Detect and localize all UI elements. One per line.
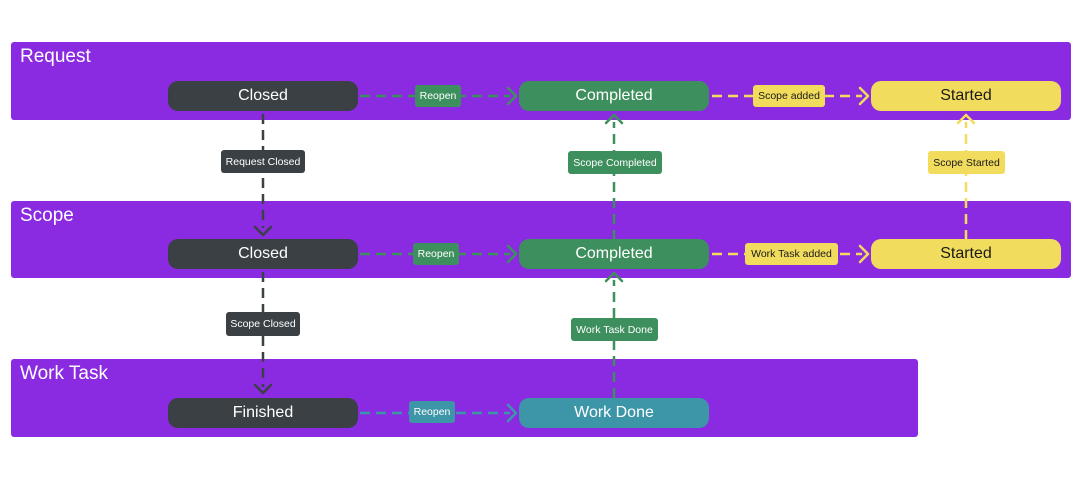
arrowhead-scope-started	[956, 113, 976, 125]
edge-label-scope-reopen: Reopen	[413, 243, 459, 265]
arrowhead-work-task-done	[604, 271, 624, 283]
edge-label-work-task-added: Work Task added	[745, 243, 838, 265]
node-scope-closed[interactable]: Closed	[168, 239, 358, 269]
edge-label-request-reopen: Reopen	[415, 85, 461, 107]
lane-title-request: Request	[20, 46, 91, 67]
edge-label-scope-completed: Scope Completed	[568, 151, 662, 174]
node-scope-started[interactable]: Started	[871, 239, 1061, 269]
edge-label-scope-started: Scope Started	[928, 151, 1005, 174]
arrowhead-scope-added	[858, 86, 870, 106]
lane-title-work-task: Work Task	[20, 363, 108, 384]
node-scope-completed[interactable]: Completed	[519, 239, 709, 269]
arrowhead-work-task-added	[858, 244, 870, 264]
lane-title-scope: Scope	[20, 205, 74, 226]
edge-label-scope-added: Scope added	[753, 85, 825, 107]
node-request-started[interactable]: Started	[871, 81, 1061, 111]
arrowhead-request-reopen	[506, 86, 518, 106]
arrowhead-request-closed	[253, 225, 273, 237]
edge-label-request-closed: Request Closed	[221, 150, 305, 173]
node-request-completed[interactable]: Completed	[519, 81, 709, 111]
edge-label-work-reopen: Reopen	[409, 401, 455, 423]
node-work-done[interactable]: Work Done	[519, 398, 709, 428]
edge-label-scope-closed: Scope Closed	[226, 312, 300, 336]
lane-work-task: Work Task	[11, 359, 918, 437]
edge-label-work-task-done: Work Task Done	[571, 318, 658, 341]
node-work-finished[interactable]: Finished	[168, 398, 358, 428]
node-request-closed[interactable]: Closed	[168, 81, 358, 111]
arrowhead-scope-closed	[253, 383, 273, 395]
arrowhead-scope-reopen	[506, 244, 518, 264]
arrowhead-scope-completed	[604, 113, 624, 125]
arrowhead-work-reopen	[506, 403, 518, 423]
